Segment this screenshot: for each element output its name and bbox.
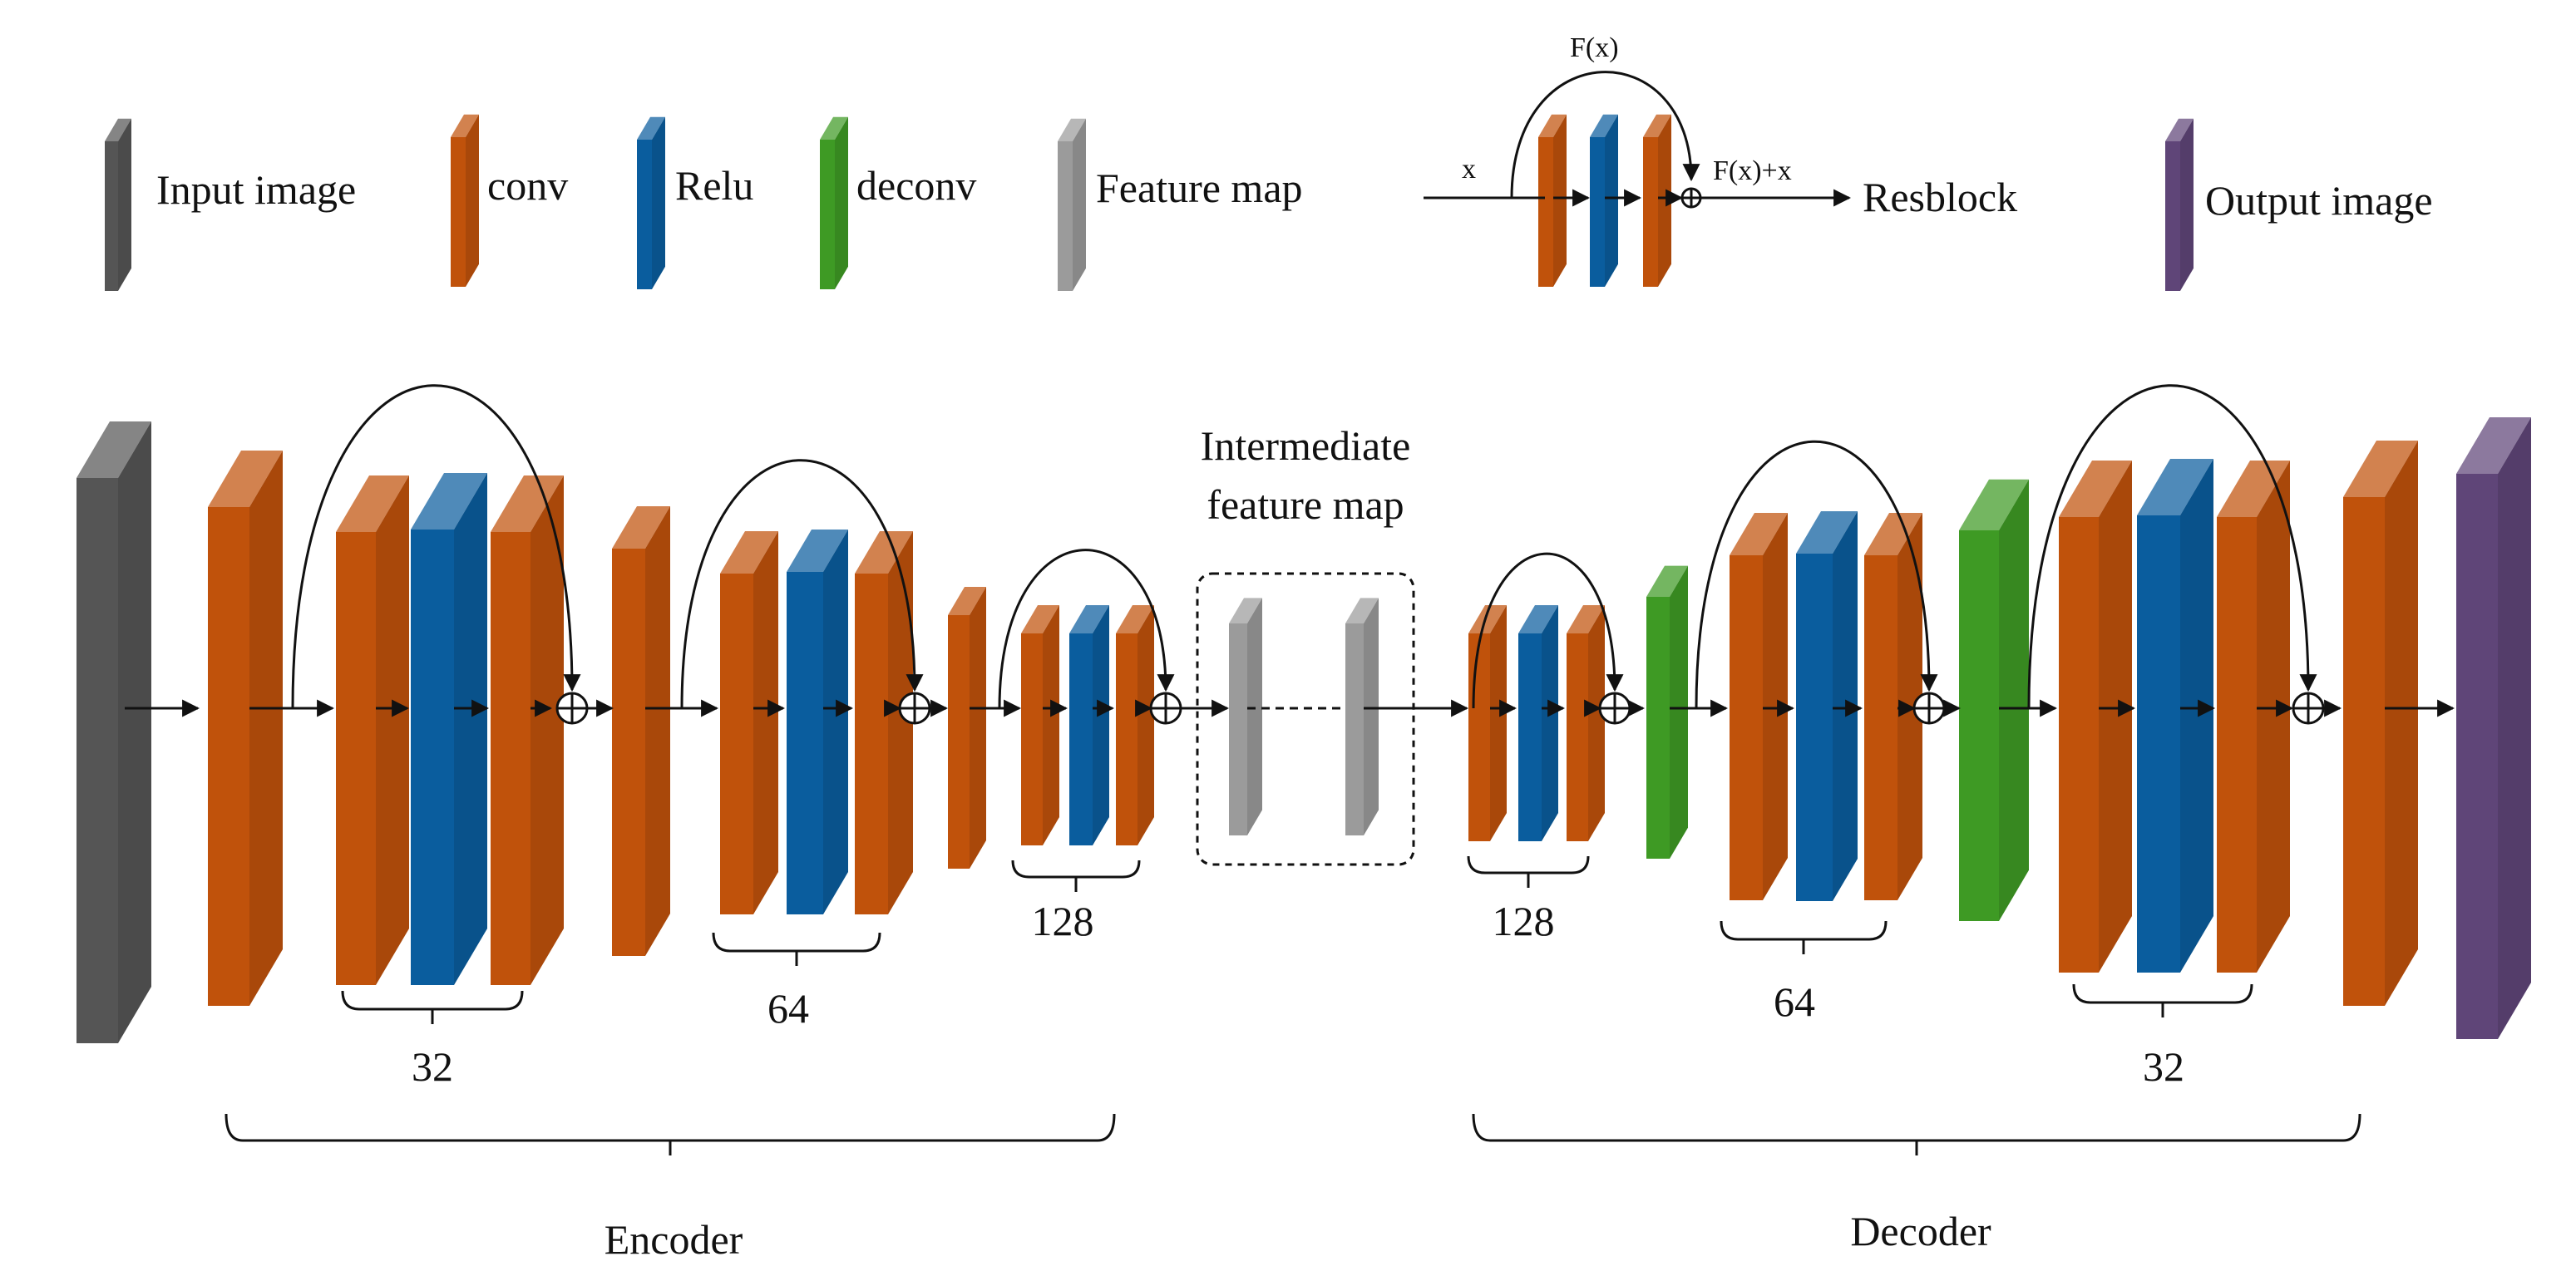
decoder-rb32-sum bbox=[2292, 692, 2325, 725]
decoder-rb32-skip bbox=[2027, 384, 2317, 709]
encoder-input-image bbox=[76, 421, 151, 1043]
decoder-deconv-1 bbox=[1646, 565, 1688, 859]
decoder-rb32-conv1 bbox=[2059, 461, 2132, 973]
encoder-conv-2 bbox=[948, 587, 986, 869]
intermediate-dashed-box bbox=[1196, 572, 1415, 866]
decoder-rb64-relu bbox=[1796, 511, 1858, 901]
legend-resblock-conv2 bbox=[1643, 114, 1671, 287]
decoder-rb64-sum bbox=[1912, 692, 1946, 725]
legend-output-image-block bbox=[2165, 118, 2194, 291]
decoder-rb128-brace bbox=[1467, 855, 1590, 888]
decoder-rb128-skip bbox=[1472, 552, 1624, 709]
legend-resblock-sum bbox=[1680, 187, 1702, 209]
legend-output-image-label: Output image bbox=[2205, 177, 2433, 224]
decoder-output-image bbox=[2456, 417, 2531, 1039]
encoder-rb32-conv1 bbox=[336, 475, 409, 985]
encoder-rb128-conv2 bbox=[1116, 605, 1154, 845]
decoder-label: Decoder bbox=[1850, 1208, 1991, 1254]
intermediate-label-line2: feature map bbox=[1207, 481, 1404, 528]
decoder-group-1-count: 128 bbox=[1493, 898, 1555, 944]
decoder-conv-out bbox=[2343, 441, 2418, 1006]
decoder-rb32-conv2 bbox=[2217, 461, 2290, 973]
legend-conv-label: conv bbox=[487, 162, 568, 209]
legend-resblock-label: Resblock bbox=[1863, 174, 2017, 220]
decoder-group-2-count: 64 bbox=[1774, 978, 1815, 1025]
encoder-rb32-conv2 bbox=[491, 475, 564, 985]
encoder-rb128-relu bbox=[1069, 605, 1109, 845]
encoder-rb128-brace bbox=[1011, 860, 1141, 892]
decoder-rb128-conv2 bbox=[1567, 605, 1605, 841]
encoder-rb32-brace bbox=[341, 990, 524, 1024]
legend-resblock-x-label: x bbox=[1462, 154, 1476, 185]
encoder-brace bbox=[225, 1113, 1116, 1155]
sum-nodes bbox=[555, 187, 2325, 725]
legend-resblock-fx-label: F(x) bbox=[1570, 32, 1619, 63]
legend-resblock-fx-plus-x-label: F(x)+x bbox=[1713, 155, 1792, 186]
connection-lines bbox=[125, 71, 2455, 1155]
legend-input-image-block bbox=[105, 118, 131, 291]
legend-resblock-relu bbox=[1590, 114, 1618, 287]
decoder-rb32-brace bbox=[2072, 983, 2253, 1017]
legend-deconv-block bbox=[820, 116, 848, 289]
decoder-rb64-skip bbox=[1695, 440, 1938, 709]
layer-blocks bbox=[76, 114, 2531, 1043]
encoder-rb32-relu bbox=[411, 473, 487, 985]
encoder-rb64-sum bbox=[898, 692, 931, 725]
intermediate-label-line1: Intermediate bbox=[1201, 422, 1411, 469]
legend-input-image-label: Input image bbox=[156, 166, 356, 213]
decoder-rb128-sum bbox=[1598, 692, 1631, 725]
legend-relu-label: Relu bbox=[675, 162, 753, 209]
encoder-rb128-skip bbox=[998, 549, 1175, 709]
encoder-group-2-count: 64 bbox=[767, 985, 809, 1032]
encoder-rb128-conv1 bbox=[1021, 605, 1059, 845]
legend-relu-block bbox=[637, 116, 665, 289]
legend-deconv-label: deconv bbox=[856, 162, 976, 209]
encoder-label: Encoder bbox=[605, 1216, 743, 1263]
encoder-conv-1 bbox=[612, 506, 670, 956]
intermediate-feature-2 bbox=[1345, 598, 1379, 835]
encoder-rb64-skip bbox=[680, 459, 924, 709]
encoder-rb128-sum bbox=[1149, 692, 1182, 725]
decoder-rb128-relu bbox=[1518, 605, 1558, 841]
decoder-group-3-count: 32 bbox=[2143, 1043, 2184, 1090]
encoder-group-3-count: 128 bbox=[1032, 898, 1094, 944]
decoder-deconv-2 bbox=[1959, 479, 2029, 921]
encoder-rb32-skip bbox=[291, 384, 581, 709]
legend-resblock-skip bbox=[1510, 71, 1700, 199]
decoder-brace bbox=[1472, 1113, 2361, 1155]
encoder-conv-0 bbox=[208, 451, 283, 1006]
encoder-rb64-relu bbox=[787, 530, 848, 914]
legend-conv-block bbox=[451, 114, 479, 287]
encoder-group-1-count: 32 bbox=[412, 1043, 453, 1090]
encoder-rb64-conv1 bbox=[720, 531, 778, 914]
intermediate-feature-1 bbox=[1229, 598, 1262, 835]
encoder-rb32-sum bbox=[555, 692, 589, 725]
decoder-rb32-relu bbox=[2137, 459, 2213, 973]
legend-resblock-conv1 bbox=[1538, 114, 1567, 287]
decoder-rb64-brace bbox=[1720, 920, 1888, 954]
encoder-rb64-conv2 bbox=[855, 531, 913, 914]
legend-feature-map-label: Feature map bbox=[1096, 165, 1303, 211]
encoder-rb64-brace bbox=[712, 932, 881, 966]
legend-feature-map-block bbox=[1058, 118, 1086, 291]
decoder-rb128-conv1 bbox=[1468, 605, 1507, 841]
decoder-rb64-conv1 bbox=[1730, 513, 1788, 900]
